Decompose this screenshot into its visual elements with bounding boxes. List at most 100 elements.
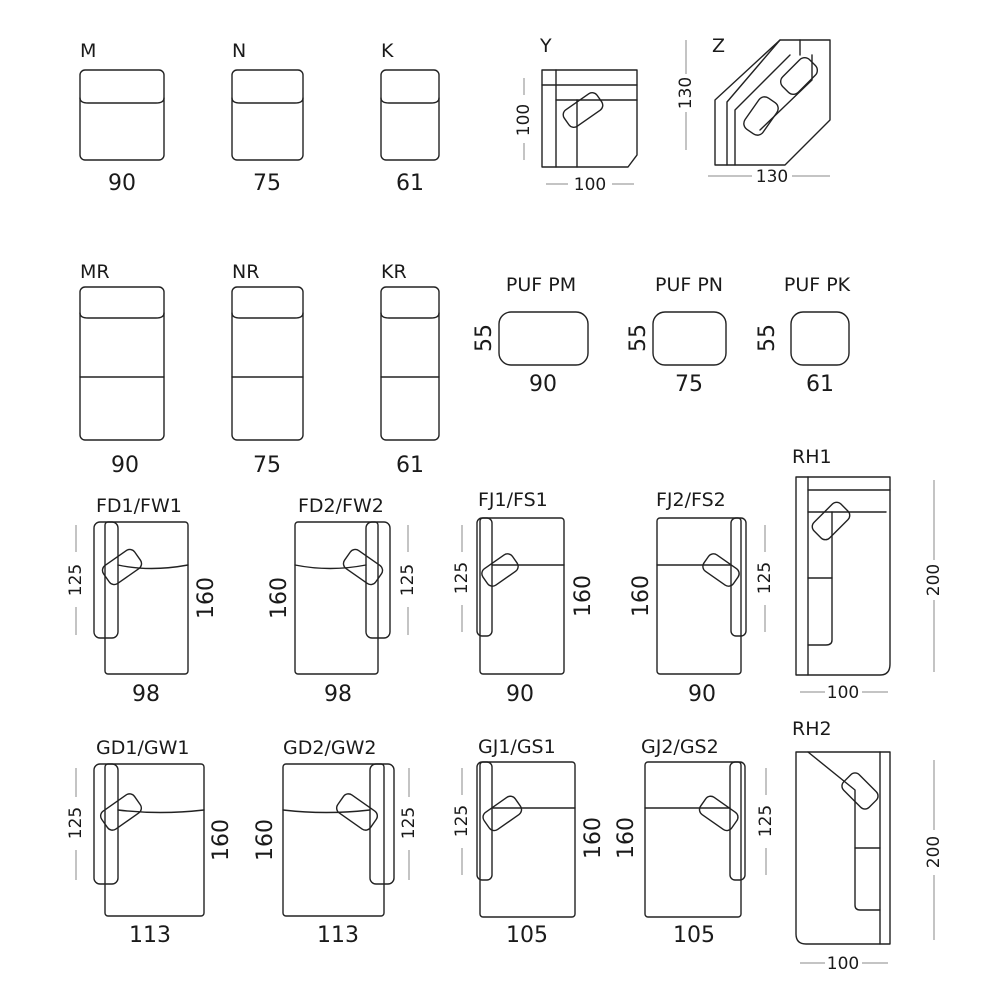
module-z: Z 130 130 bbox=[676, 35, 831, 187]
module-k-code: K bbox=[381, 40, 394, 62]
module-gd2-depth-left: 160 bbox=[253, 819, 278, 861]
module-gj2: GJ2/GS2 125 105 bbox=[641, 736, 776, 948]
module-fj1-width: 90 bbox=[506, 682, 534, 707]
module-pn-code: PUF PN bbox=[655, 274, 723, 296]
module-n: N 75 bbox=[231, 40, 304, 196]
module-z-depth: 130 bbox=[676, 77, 696, 109]
module-pk-pouf bbox=[790, 311, 850, 366]
module-mr-seat bbox=[79, 286, 165, 441]
module-k: K 61 bbox=[380, 40, 440, 196]
module-puf-pm: PUF PM 55 90 bbox=[472, 274, 589, 397]
module-gd2: GD2/GW2 160 125 113 bbox=[253, 737, 419, 948]
module-fj1-armrest bbox=[476, 517, 493, 637]
module-n-width: 75 bbox=[253, 171, 281, 196]
module-nr-width: 75 bbox=[253, 453, 281, 478]
module-gd1-depth-right: 160 bbox=[209, 819, 234, 861]
module-pk-code: PUF PK bbox=[784, 274, 851, 296]
module-pm-width: 90 bbox=[529, 372, 557, 397]
module-gj2-width: 105 bbox=[673, 923, 715, 948]
module-rh2-cushion bbox=[841, 772, 879, 810]
module-fd1-depth-left: 125 bbox=[66, 564, 86, 596]
module-y-cushion bbox=[562, 91, 604, 129]
module-gd2-seat bbox=[282, 763, 385, 917]
module-rh2-depth: 200 bbox=[924, 836, 944, 868]
module-n-seat bbox=[231, 69, 304, 161]
module-y-outline bbox=[541, 69, 638, 168]
module-pm-depth: 55 bbox=[472, 324, 497, 352]
module-gd1-seat bbox=[104, 763, 205, 917]
module-gj2-seat bbox=[644, 761, 742, 918]
module-kr-code: KR bbox=[381, 261, 407, 283]
module-gd1-cushion bbox=[99, 793, 143, 831]
module-fj2: FJ2/FS2 160 125 90 bbox=[629, 489, 775, 707]
module-mr-code: MR bbox=[80, 261, 110, 283]
module-fd1-depth-right: 160 bbox=[194, 577, 219, 619]
module-rh1: RH1 200 100 bbox=[792, 446, 944, 703]
module-fd1: FD1/FW1 125 160 98 bbox=[66, 495, 219, 707]
module-y: Y 100 100 bbox=[514, 35, 638, 195]
module-gj2-cushion bbox=[698, 795, 739, 832]
module-gj2-depth-right: 125 bbox=[756, 805, 776, 837]
module-gd1-armrest bbox=[93, 763, 119, 885]
module-fd2-cushion bbox=[342, 548, 384, 586]
module-gj2-code: GJ2/GS2 bbox=[641, 736, 719, 758]
module-rh2-outline bbox=[795, 751, 891, 945]
module-k-seat bbox=[380, 69, 440, 161]
module-fd1-width: 98 bbox=[132, 682, 160, 707]
module-gd2-code: GD2/GW2 bbox=[283, 737, 376, 759]
module-gj1: GJ1/GS1 125 160 160 105 bbox=[452, 736, 639, 948]
module-fj2-cushion bbox=[702, 553, 740, 587]
module-kr: KR 61 bbox=[380, 261, 440, 478]
module-gj2-armrest bbox=[729, 761, 746, 881]
module-rh1-depth: 200 bbox=[924, 564, 944, 596]
module-fd2-depth-left: 160 bbox=[267, 577, 292, 619]
module-pn-width: 75 bbox=[675, 372, 703, 397]
module-gd1-code: GD1/GW1 bbox=[96, 737, 189, 759]
module-nr-seat bbox=[231, 286, 304, 441]
module-n-code: N bbox=[232, 40, 246, 62]
module-fd2-depth-right: 125 bbox=[398, 564, 418, 596]
module-nr: NR 75 bbox=[231, 261, 304, 478]
module-fj1-depth-left: 125 bbox=[452, 562, 472, 594]
module-k-width: 61 bbox=[396, 171, 424, 196]
module-fj1: FJ1/FS1 125 160 90 bbox=[452, 489, 596, 707]
module-rh2-code: RH2 bbox=[792, 718, 832, 740]
module-gd1-width: 113 bbox=[129, 923, 171, 948]
module-gd2-cushion bbox=[335, 793, 379, 831]
module-fd2-code: FD2/FW2 bbox=[298, 495, 384, 517]
module-z-cushion-2 bbox=[743, 96, 779, 136]
module-m-code: M bbox=[80, 40, 96, 62]
module-k-backrest bbox=[380, 97, 440, 104]
module-nr-code: NR bbox=[232, 261, 259, 283]
module-y-width: 100 bbox=[574, 175, 606, 195]
module-pm-pouf bbox=[498, 311, 589, 366]
module-gj1-code: GJ1/GS1 bbox=[478, 736, 556, 758]
module-puf-pk: PUF PK 55 61 bbox=[755, 274, 851, 397]
module-rh2-width: 100 bbox=[827, 954, 859, 974]
module-gd1: GD1/GW1 125 160 113 bbox=[66, 737, 234, 948]
module-rh1-code: RH1 bbox=[792, 446, 832, 468]
module-fj1-seat bbox=[479, 517, 565, 675]
module-fj1-cushion bbox=[481, 553, 519, 587]
module-fd1-cushion bbox=[101, 548, 143, 586]
module-z-outline bbox=[714, 39, 831, 166]
module-y-code: Y bbox=[539, 35, 552, 57]
module-fj2-armrest bbox=[730, 517, 747, 637]
module-gj1-armrest bbox=[476, 761, 493, 881]
module-fd2-width: 98 bbox=[324, 682, 352, 707]
module-rh1-cushion bbox=[811, 501, 851, 541]
module-m-seat bbox=[79, 69, 165, 161]
module-fj2-code: FJ2/FS2 bbox=[656, 489, 726, 511]
module-fd1-seat bbox=[104, 521, 189, 675]
module-pk-width: 61 bbox=[806, 372, 834, 397]
module-z-width: 130 bbox=[756, 167, 788, 187]
module-fd2-seat bbox=[294, 521, 379, 675]
module-z-code: Z bbox=[712, 35, 725, 57]
module-rh1-outline bbox=[795, 476, 891, 676]
module-gj1-depth-right: 160 bbox=[581, 817, 606, 859]
module-fd2-armrest bbox=[365, 521, 391, 639]
module-mr-width: 90 bbox=[111, 453, 139, 478]
module-z-cushion-1 bbox=[779, 56, 819, 96]
module-gj1-cushion bbox=[482, 795, 523, 832]
module-puf-pn: PUF PN 55 75 bbox=[626, 274, 727, 397]
